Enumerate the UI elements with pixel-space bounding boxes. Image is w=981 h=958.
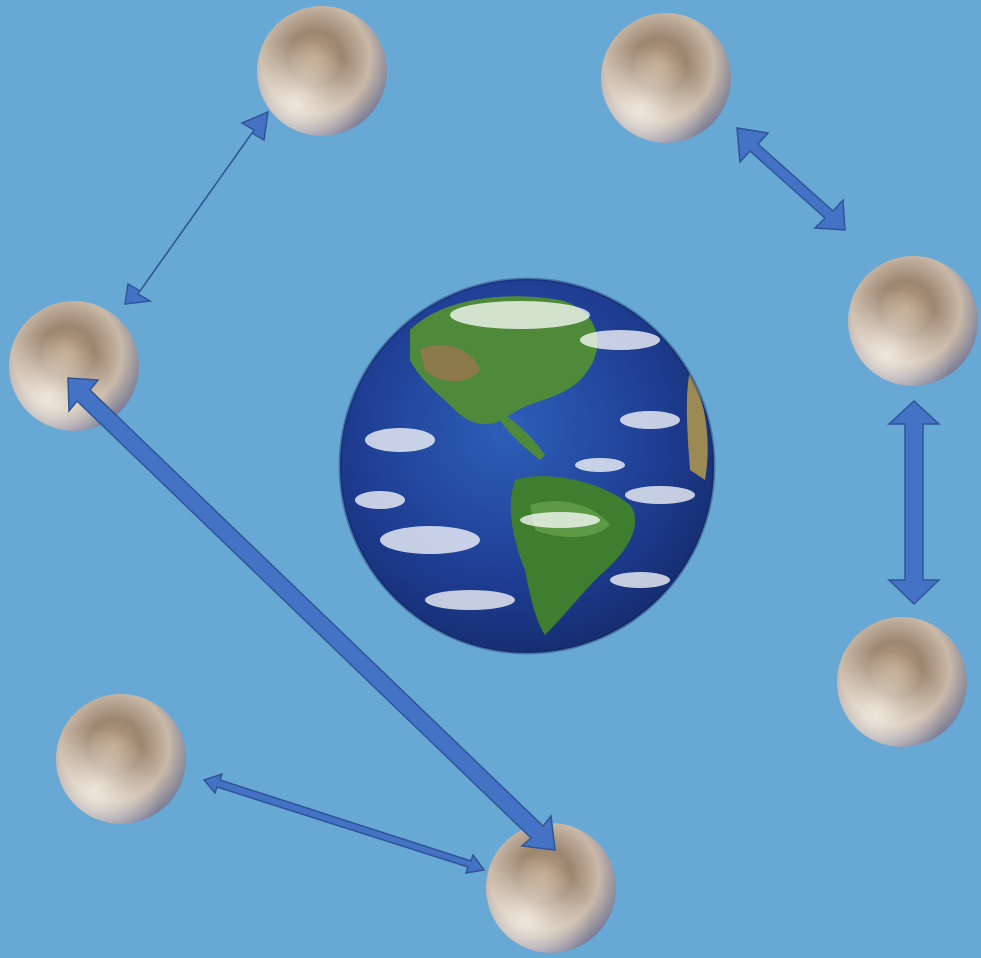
- moon-bottom-left: [56, 694, 186, 824]
- moon-top-right: [601, 13, 731, 143]
- arrow-right-to-lower-right: [889, 401, 939, 604]
- moon-right: [848, 256, 978, 386]
- moon-left: [9, 301, 139, 431]
- arrow-bottom-left-to-bottom-center: [204, 774, 484, 873]
- earth-globe-icon: [340, 279, 714, 653]
- arrow-left-to-top-left: [125, 112, 268, 304]
- moon-top-left: [257, 6, 387, 136]
- arrow-top-right-to-right: [737, 128, 845, 230]
- moon-lower-right: [837, 617, 967, 747]
